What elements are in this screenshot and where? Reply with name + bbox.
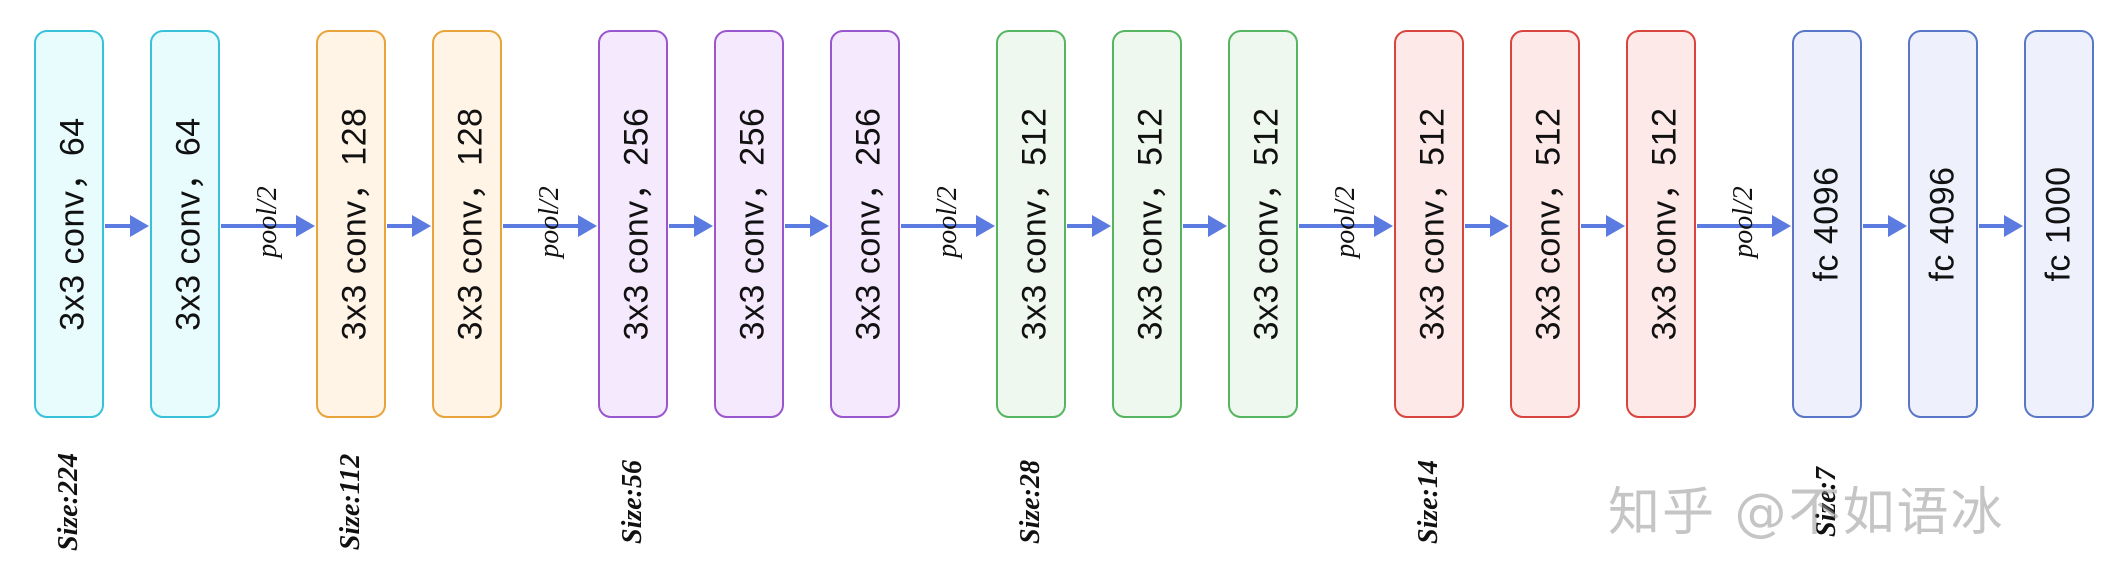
- layer-arrow: [1979, 213, 2023, 239]
- size-label: Size:28: [1015, 460, 1046, 544]
- layer-box-red: 3x3 conv，512: [1394, 30, 1464, 418]
- pool-arrow: [901, 213, 995, 239]
- layer-arrow: [669, 213, 713, 239]
- layer-label: 3x3 conv，512: [1413, 107, 1452, 341]
- layer-arrow: [1067, 213, 1111, 239]
- layer-arrow: [1183, 213, 1227, 239]
- layer-label: 3x3 conv，256: [733, 107, 772, 341]
- layer-box-red: 3x3 conv，512: [1626, 30, 1696, 418]
- layer-box-blue: fc 4096: [1908, 30, 1978, 418]
- layer-box-green: 3x3 conv，512: [1228, 30, 1298, 418]
- layer-label: 3x3 conv，512: [1131, 107, 1170, 341]
- pool-arrow: [503, 213, 597, 239]
- layer-label: 3x3 conv，128: [335, 107, 374, 341]
- pool-label: pool/2: [932, 186, 963, 258]
- size-label: Size:14: [1413, 460, 1444, 544]
- watermark: 知乎 @不如语冰: [1608, 483, 2005, 543]
- size-label: Size:224: [53, 453, 84, 551]
- pool-label: pool/2: [252, 186, 283, 258]
- size-label: Size:56: [617, 460, 648, 544]
- layer-box-orange: 3x3 conv，128: [316, 30, 386, 418]
- layer-box-purple: 3x3 conv，256: [714, 30, 784, 418]
- layer-label: 3x3 conv，64: [169, 117, 208, 331]
- pool-label: pool/2: [1330, 186, 1361, 258]
- layer-box-blue: fc 1000: [2024, 30, 2094, 418]
- layer-box-cyan: 3x3 conv，64: [150, 30, 220, 418]
- layer-box-red: 3x3 conv，512: [1510, 30, 1580, 418]
- pool-label: pool/2: [1728, 186, 1759, 258]
- layer-box-purple: 3x3 conv，256: [830, 30, 900, 418]
- layer-box-green: 3x3 conv，512: [1112, 30, 1182, 418]
- layer-arrow: [387, 213, 431, 239]
- layer-arrow: [1465, 213, 1509, 239]
- pool-arrow: [1299, 213, 1393, 239]
- layer-label: 3x3 conv，128: [451, 107, 490, 341]
- pool-arrow: [1697, 213, 1791, 239]
- layer-box-cyan: 3x3 conv，64: [34, 30, 104, 418]
- layer-arrow: [1581, 213, 1625, 239]
- layer-box-blue: fc 4096: [1792, 30, 1862, 418]
- layer-box-orange: 3x3 conv，128: [432, 30, 502, 418]
- layer-label: 3x3 conv，64: [53, 117, 92, 331]
- layer-box-purple: 3x3 conv，256: [598, 30, 668, 418]
- layer-arrow: [105, 213, 149, 239]
- size-label: Size:112: [335, 453, 366, 551]
- layer-label: 3x3 conv，512: [1015, 107, 1054, 341]
- layer-label: fc 1000: [2039, 166, 2078, 282]
- layer-box-green: 3x3 conv，512: [996, 30, 1066, 418]
- layer-label: 3x3 conv，256: [849, 107, 888, 341]
- pool-label: pool/2: [534, 186, 565, 258]
- layer-arrow: [1863, 213, 1907, 239]
- layer-label: 3x3 conv，512: [1529, 107, 1568, 341]
- pool-arrow: [221, 213, 315, 239]
- layer-label: 3x3 conv，512: [1247, 107, 1286, 341]
- layer-label: 3x3 conv，512: [1645, 107, 1684, 341]
- layer-label: fc 4096: [1807, 166, 1846, 282]
- layer-label: 3x3 conv，256: [617, 107, 656, 341]
- layer-label: fc 4096: [1923, 166, 1962, 282]
- layer-arrow: [785, 213, 829, 239]
